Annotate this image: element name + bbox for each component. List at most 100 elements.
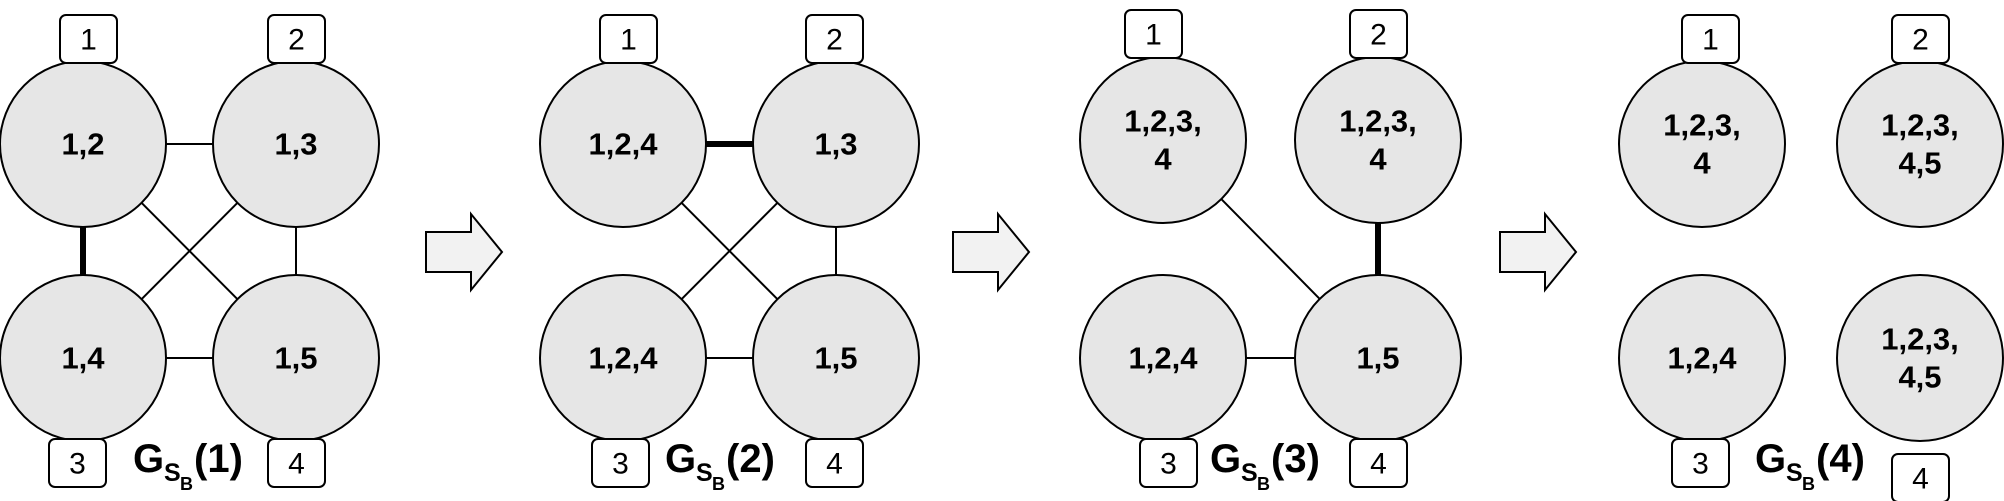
tag-number: 4	[1370, 448, 1387, 481]
node-bl: 1,4	[0, 274, 167, 442]
tag-tr: 2	[1891, 14, 1950, 64]
graph-label-suffix: (4)	[1816, 437, 1865, 481]
tag-number: 1	[1702, 24, 1719, 57]
tag-box	[1139, 438, 1198, 488]
node-bl: 1,2,4	[539, 274, 707, 442]
edge-tr-bl	[680, 202, 779, 300]
tag-number: 4	[288, 448, 305, 481]
node-tl: 1,2,3,4	[1079, 56, 1247, 224]
edge-tr-bl	[140, 202, 239, 300]
graph-label-sub: S	[1786, 459, 1803, 487]
node-tr: 1,2,3,4	[1294, 56, 1462, 224]
graph-label-sub: S	[1241, 459, 1258, 487]
graph-label-sub: S	[696, 459, 713, 487]
graph-label-suffix: (3)	[1271, 437, 1320, 481]
node-tr: 1,2,3,4,5	[1836, 60, 2004, 228]
node-label: 4	[1369, 142, 1387, 177]
node-label: 1,2,4	[589, 127, 659, 162]
tag-box	[805, 14, 864, 64]
tag-br: 4	[805, 438, 864, 488]
node-bl: 1,2,4	[1079, 274, 1247, 442]
node-br: 1,5	[1294, 274, 1462, 442]
node-br: 1,5	[752, 274, 920, 442]
tag-number: 3	[1692, 448, 1709, 481]
node-tl: 1,2,3,4	[1618, 60, 1786, 228]
graph-label-subsub: B	[1257, 474, 1270, 494]
tag-box	[1681, 14, 1740, 64]
node-tl: 1,2	[0, 60, 167, 228]
tag-br: 4	[1891, 453, 1950, 501]
node-br: 1,5	[212, 274, 380, 442]
node-circle	[1618, 60, 1786, 228]
node-br: 1,2,3,4,5	[1836, 274, 2004, 442]
node-label: 1,2,4	[1129, 341, 1199, 376]
tag-tl: 1	[599, 14, 658, 64]
tag-box	[1124, 9, 1183, 59]
node-label: 1,3	[814, 127, 857, 162]
node-label: 1,2,3,	[1881, 108, 1959, 143]
edges-group	[80, 143, 297, 359]
node-label: 1,3	[274, 127, 317, 162]
edges-group	[1220, 198, 1381, 359]
tag-br: 4	[267, 438, 326, 488]
tag-br: 4	[1349, 438, 1408, 488]
graph-label-main: G	[1755, 437, 1786, 481]
node-circle	[1079, 56, 1247, 224]
node-tr: 1,3	[752, 60, 920, 228]
tag-tr: 2	[805, 14, 864, 64]
tag-tr: 2	[1349, 9, 1408, 59]
tag-number: 2	[1370, 19, 1387, 52]
node-circle	[1294, 56, 1462, 224]
graph-label-main: G	[1210, 437, 1241, 481]
tag-box	[1891, 453, 1950, 501]
node-label: 1,5	[1356, 341, 1399, 376]
node-label: 4,5	[1898, 360, 1941, 395]
right-arrow-icon	[952, 211, 1031, 293]
tag-number: 1	[1145, 19, 1162, 52]
tag-number: 3	[1160, 448, 1177, 481]
tag-box	[1891, 14, 1950, 64]
node-label: 1,5	[274, 341, 317, 376]
node-tl: 1,2,4	[539, 60, 707, 228]
node-label: 1,2	[61, 127, 104, 162]
node-label: 1,2,3,	[1881, 322, 1959, 357]
graph-label-suffix: (1)	[194, 437, 243, 481]
tag-box	[591, 438, 650, 488]
tag-box	[805, 438, 864, 488]
tag-number: 4	[826, 448, 843, 481]
tag-tl: 1	[1124, 9, 1183, 59]
arrows-layer	[425, 211, 1578, 293]
tag-tl: 1	[1681, 14, 1740, 64]
edges-group	[680, 141, 837, 359]
node-bl: 1,2,4	[1618, 274, 1786, 442]
graph-label-main: G	[665, 437, 696, 481]
node-label: 1,5	[814, 341, 857, 376]
graph-label-main: G	[133, 437, 164, 481]
graph-label-subsub: B	[1802, 474, 1815, 494]
right-arrow-icon	[1499, 211, 1578, 293]
tag-number: 3	[69, 448, 86, 481]
tag-number: 1	[80, 24, 97, 57]
tag-tr: 2	[267, 14, 326, 64]
tag-box	[1671, 438, 1730, 488]
right-arrow-icon	[425, 211, 504, 293]
tag-bl: 3	[591, 438, 650, 488]
tag-number: 3	[612, 448, 629, 481]
tag-bl: 3	[1139, 438, 1198, 488]
tag-box	[1349, 9, 1408, 59]
node-circle	[1836, 60, 2004, 228]
tag-box	[599, 14, 658, 64]
node-label: 1,4	[61, 341, 105, 376]
tag-box	[48, 438, 107, 488]
node-label: 1,2,3,	[1124, 104, 1202, 139]
node-label: 1,2,4	[1668, 341, 1738, 376]
graph-label-suffix: (2)	[726, 437, 775, 481]
